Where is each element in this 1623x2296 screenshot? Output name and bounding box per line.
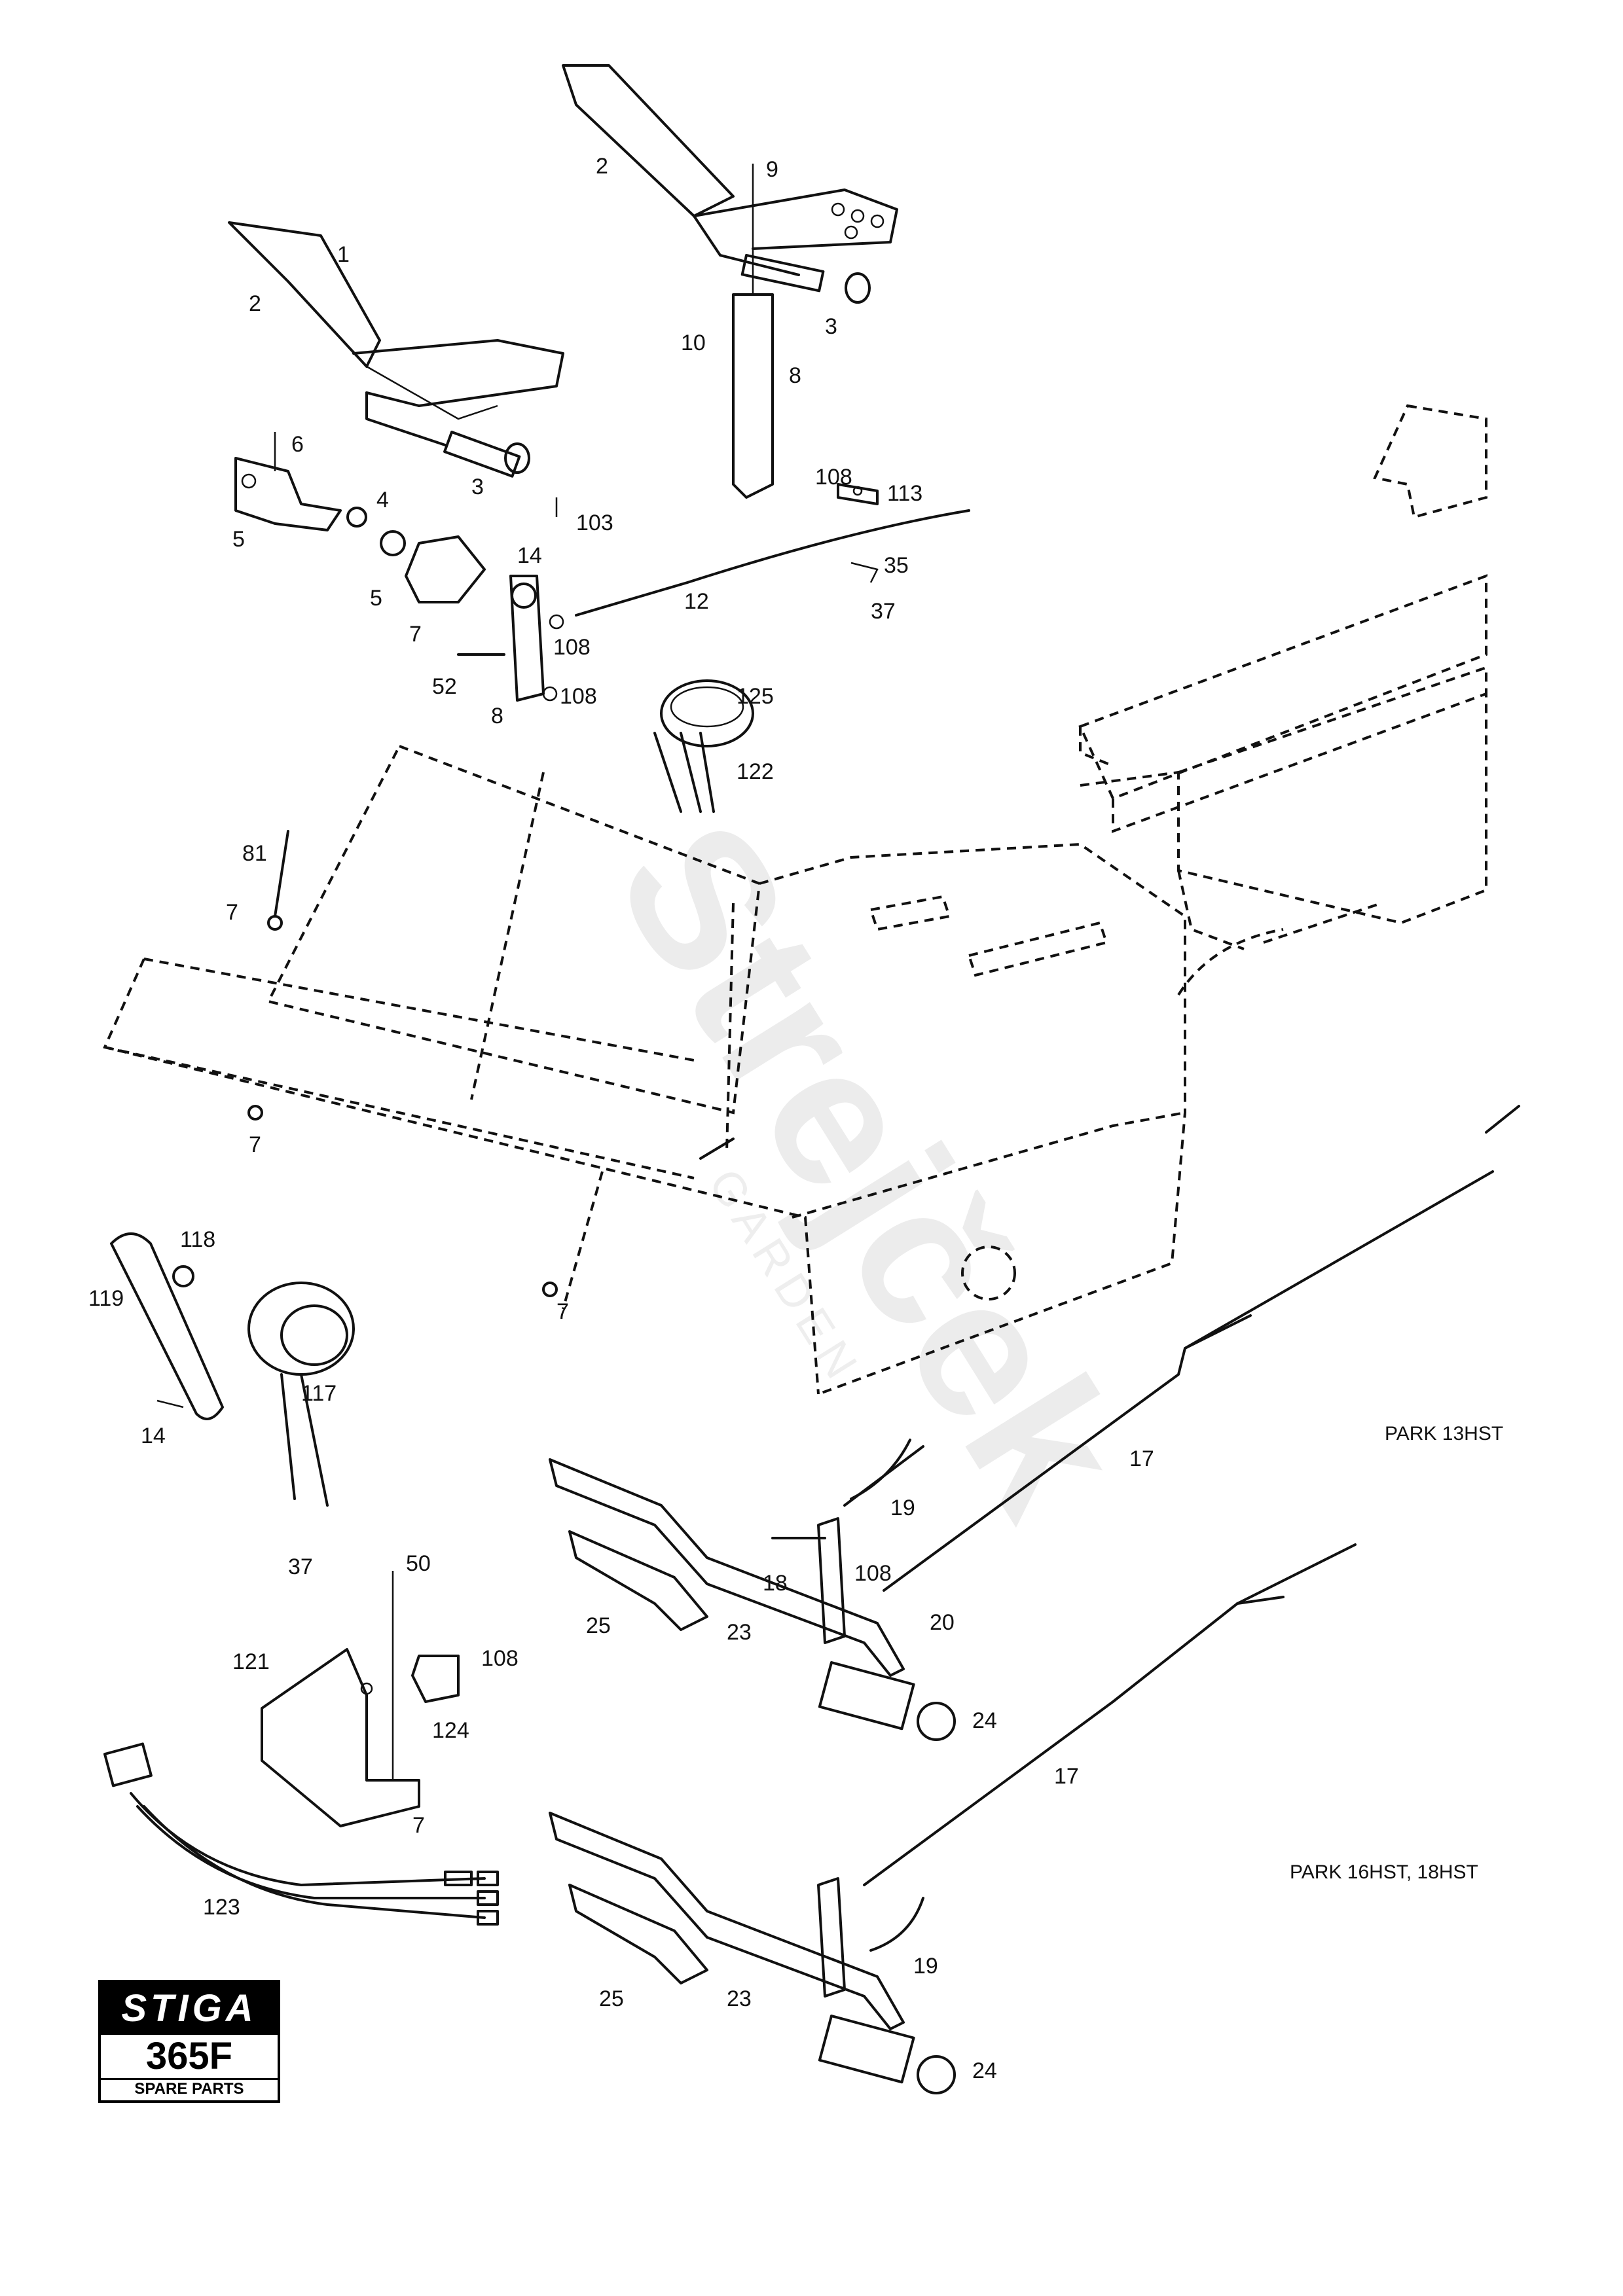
callout-5b: 5 <box>370 586 382 611</box>
logo-brand: STIGA <box>101 1982 278 2035</box>
watermark: Strejček GARDEN <box>574 785 1167 1552</box>
wiring-harness <box>103 1742 499 1926</box>
brake-pedal-assembly-right <box>562 64 898 499</box>
callout-123: 123 <box>203 1895 240 1920</box>
callout-9: 9 <box>766 157 778 182</box>
callout-108: 108 <box>553 635 591 660</box>
park-13hst-linkage <box>549 1105 1520 1741</box>
callout-108b: 108 <box>560 684 597 709</box>
body-panel <box>103 744 1186 1395</box>
callout-25b: 25 <box>599 1986 624 2011</box>
callout-17b: 17 <box>1054 1764 1079 1789</box>
callout-17: 17 <box>1129 1446 1154 1471</box>
callout-125: 125 <box>737 684 774 709</box>
callout-14: 14 <box>517 543 542 568</box>
callout-52: 52 <box>432 674 457 699</box>
callout-8: 8 <box>789 363 801 388</box>
note-park-16hst-18hst: PARK 16HST, 18HST <box>1290 1861 1478 1883</box>
note-park-13hst: PARK 13HST <box>1385 1423 1503 1444</box>
callout-7c: 7 <box>249 1132 261 1157</box>
model-notes: PARK 13HST PARK 16HST, 18HST <box>1290 1423 1503 1883</box>
callout-24b: 24 <box>972 2058 997 2083</box>
callout-20: 20 <box>930 1610 955 1635</box>
callout-23b: 23 <box>727 1986 752 2011</box>
logo-model: 365F <box>145 2035 233 2077</box>
callout-50: 50 <box>406 1551 431 1576</box>
callout-2: 2 <box>249 291 261 316</box>
callout-4: 4 <box>376 488 389 512</box>
ignition-switch <box>653 679 754 813</box>
callout-7b: 7 <box>226 900 238 925</box>
callout-24: 24 <box>972 1708 997 1733</box>
park-16hst-linkage <box>549 1543 1357 2094</box>
callout-3: 3 <box>471 475 484 499</box>
relay-bracket <box>261 1571 460 1827</box>
callout-23: 23 <box>727 1620 752 1645</box>
callout-19b: 19 <box>913 1954 938 1979</box>
callout-103: 103 <box>576 511 613 535</box>
callout-5: 5 <box>232 527 245 552</box>
callout-117: 117 <box>301 1381 337 1406</box>
hour-meter <box>110 1232 355 1507</box>
callout-10: 10 <box>681 331 706 355</box>
callout-7d: 7 <box>556 1299 569 1324</box>
callout-118: 118 <box>180 1227 215 1252</box>
callout-6: 6 <box>291 432 304 457</box>
callout-108c: 108 <box>815 465 852 490</box>
callout-2b: 2 <box>596 154 608 179</box>
bolt-81 <box>267 830 289 931</box>
callout-121: 121 <box>232 1649 270 1674</box>
callout-124: 124 <box>432 1718 469 1743</box>
watermark-brand: Strejček <box>574 785 1167 1552</box>
callout-113: 113 <box>887 481 922 506</box>
callout-8b: 8 <box>491 704 503 728</box>
logo-subtitle: SPARE PARTS <box>101 2078 278 2098</box>
callout-labels: 1 2 3 2 9 3 10 8 6 5 4 103 5 7 14 108 52… <box>88 154 1154 2083</box>
callout-19: 19 <box>890 1496 915 1520</box>
callout-7: 7 <box>409 622 422 647</box>
callout-108e: 108 <box>481 1646 519 1671</box>
callout-81: 81 <box>242 841 267 866</box>
callout-119: 119 <box>88 1286 124 1311</box>
callout-35: 35 <box>884 553 909 578</box>
callout-37b: 37 <box>288 1554 313 1579</box>
callout-14b: 14 <box>141 1424 166 1448</box>
callout-18: 18 <box>763 1571 788 1596</box>
callout-7e: 7 <box>412 1813 425 1838</box>
brake-rod <box>575 483 970 617</box>
bracket-assembly <box>234 432 564 702</box>
callout-25: 25 <box>586 1613 611 1638</box>
callout-1: 1 <box>337 242 350 267</box>
nut-7-b <box>542 1282 558 1297</box>
callout-122: 122 <box>737 759 774 784</box>
callout-12: 12 <box>684 589 709 614</box>
chassis-frame <box>1078 404 1487 996</box>
callout-3b: 3 <box>825 314 837 339</box>
callout-37: 37 <box>871 599 896 624</box>
callout-108d: 108 <box>854 1561 892 1586</box>
nut-7-a <box>247 1105 263 1121</box>
stiga-logo: STIGA 365F SPARE PARTS <box>98 1980 280 2103</box>
brake-pedal-assembly-left <box>228 221 564 478</box>
